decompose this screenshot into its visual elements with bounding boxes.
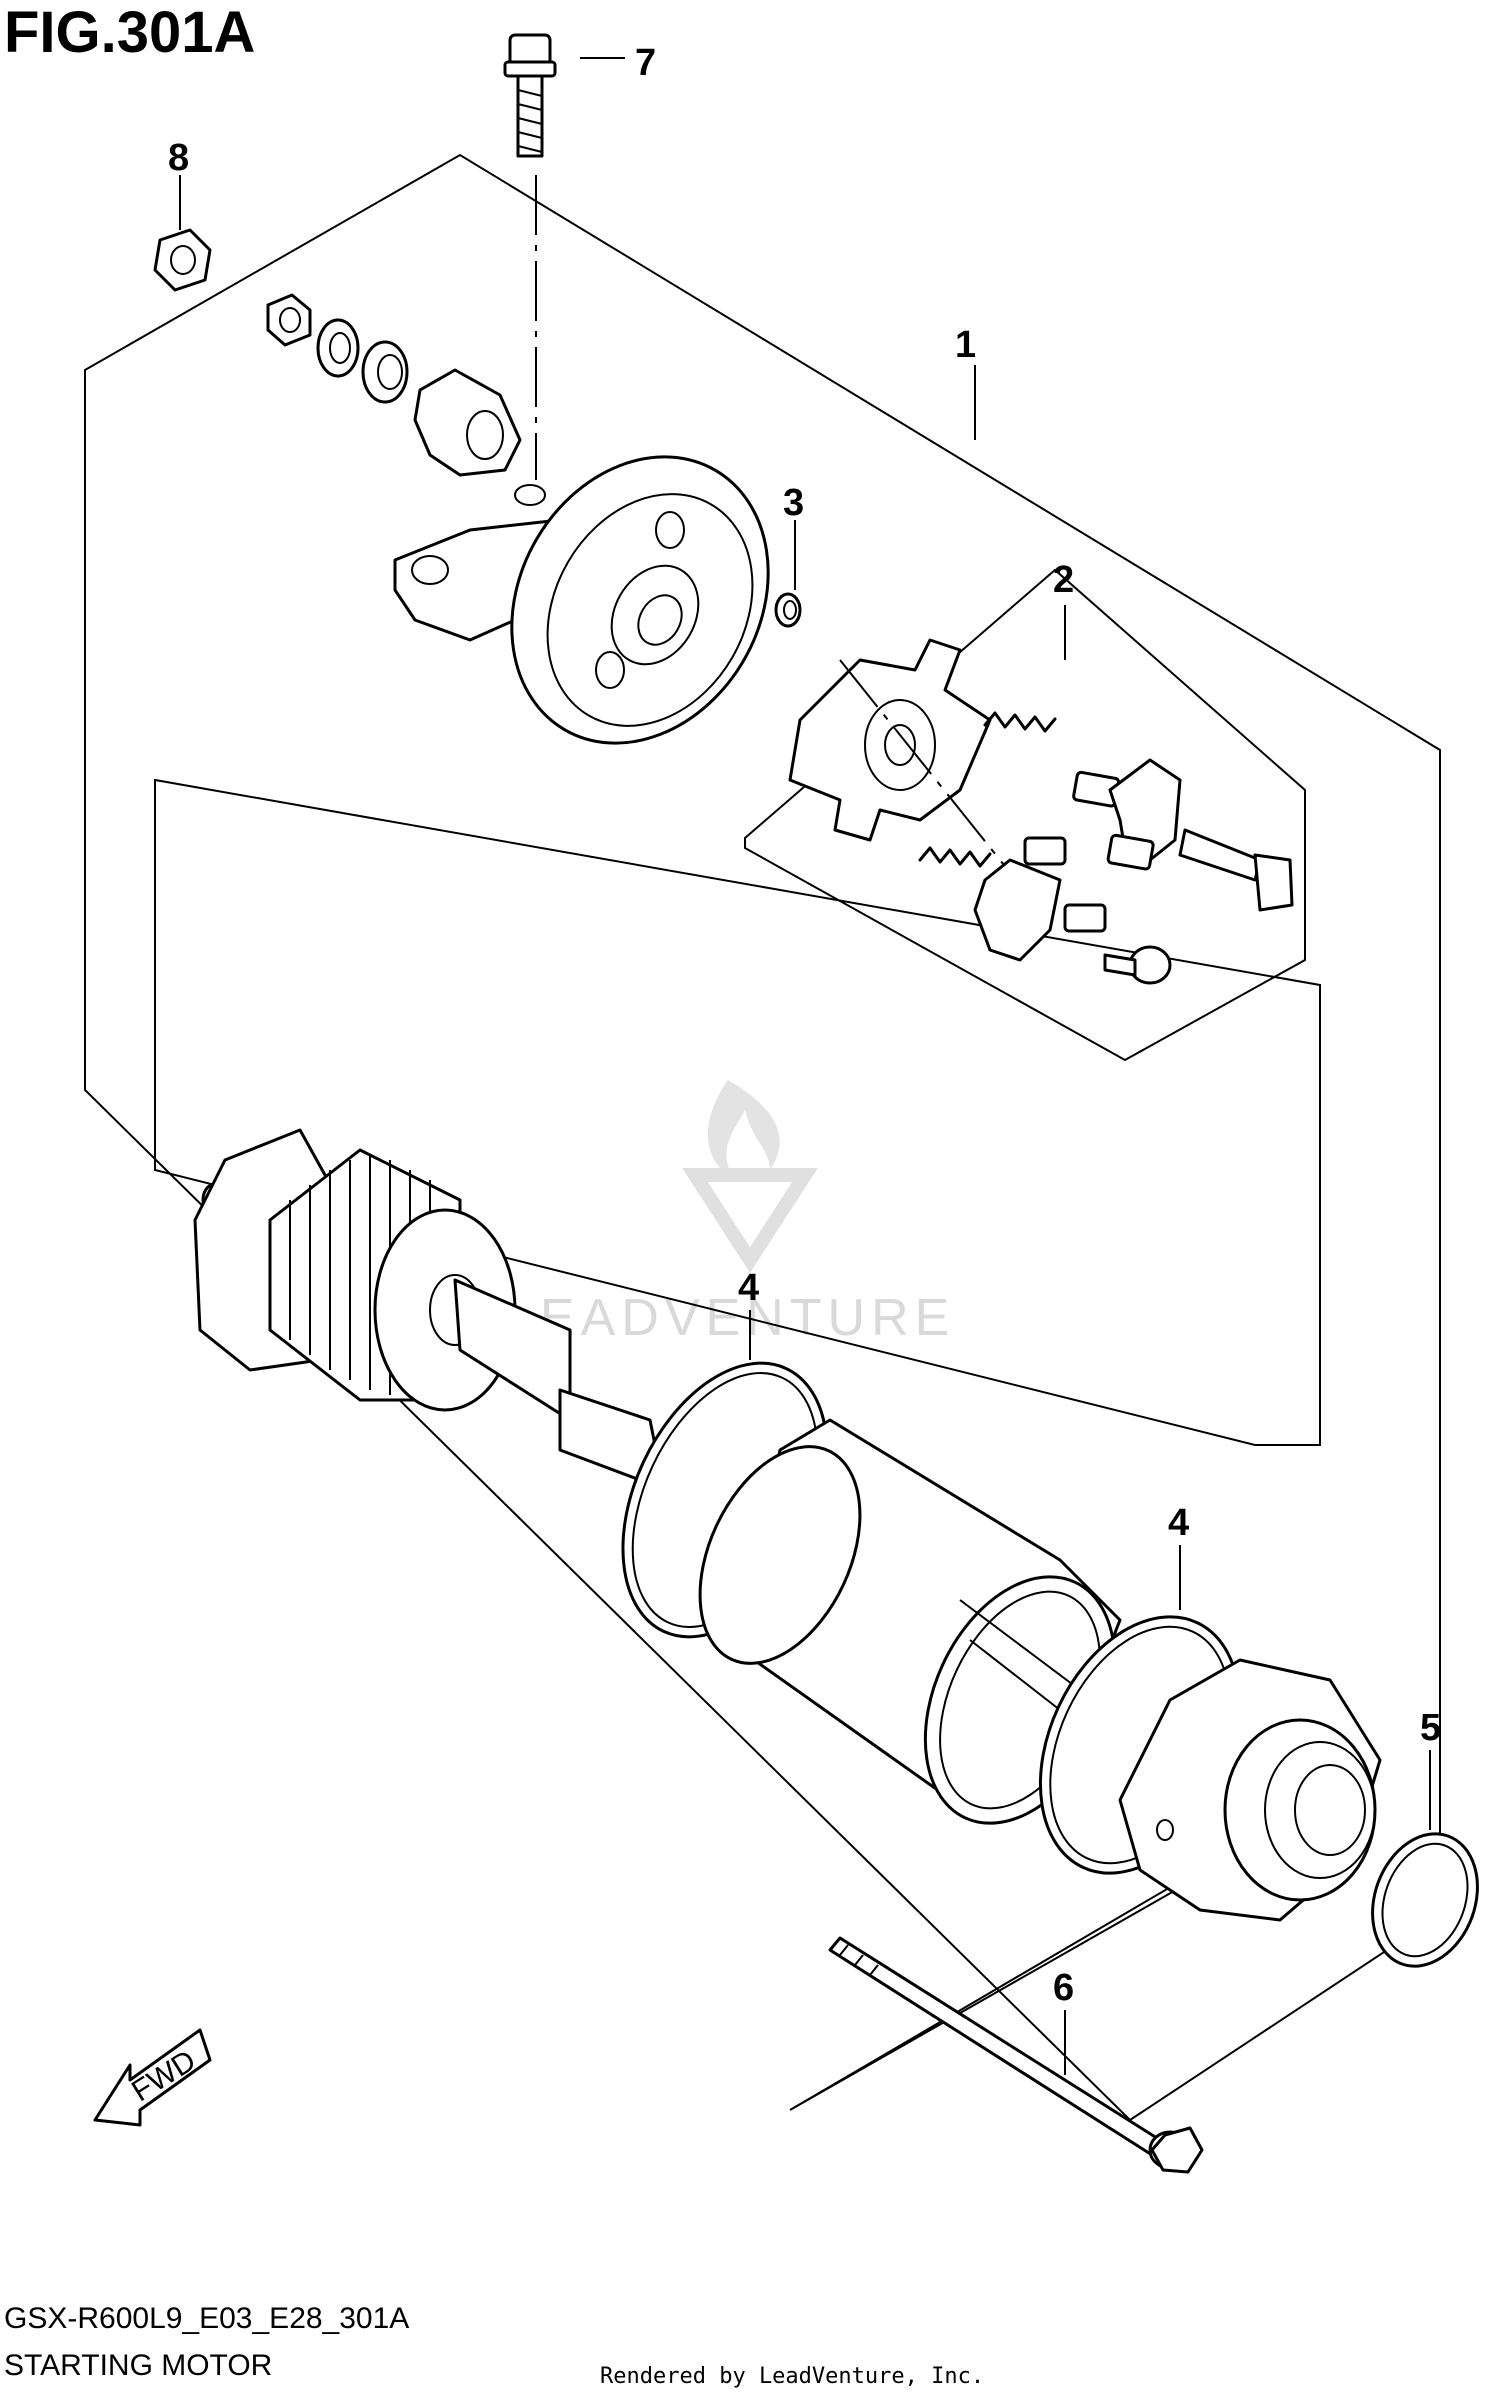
oring-3 bbox=[774, 520, 802, 628]
terminal-insulator bbox=[413, 368, 522, 477]
figure-title: FIG.301A bbox=[4, 0, 255, 65]
brush-springs bbox=[918, 711, 1057, 868]
callout-3: 3 bbox=[783, 482, 804, 524]
callout-4-left: 4 bbox=[738, 1267, 759, 1309]
callout-8: 8 bbox=[168, 137, 189, 179]
armature bbox=[193, 1128, 662, 1482]
callout-4-right: 4 bbox=[1168, 1502, 1189, 1544]
nut-8 bbox=[153, 175, 212, 292]
callout-5: 5 bbox=[1420, 1707, 1441, 1749]
assembly-outline-2 bbox=[744, 568, 1306, 1062]
brush-bracket bbox=[1072, 758, 1294, 912]
leader-lines bbox=[580, 57, 1066, 660]
front-cover bbox=[1118, 1658, 1382, 1922]
callout-6: 6 bbox=[1053, 1967, 1074, 2009]
fwd-arrow: FWD bbox=[93, 2028, 212, 2127]
callout-7: 7 bbox=[635, 42, 656, 84]
assembly-outline-armature bbox=[154, 778, 1321, 1446]
render-credit: Rendered by LeadVenture, Inc. bbox=[600, 2364, 984, 2389]
lower-brush-holder bbox=[973, 836, 1172, 985]
leader-wedge bbox=[789, 1857, 1226, 2111]
callout-1: 1 bbox=[955, 324, 976, 366]
washer-stack bbox=[266, 293, 409, 404]
figure-code: GSX-R600L9_E03_E28_301A bbox=[4, 2302, 409, 2335]
figure-name: STARTING MOTOR bbox=[4, 2349, 272, 2382]
yoke-housing bbox=[698, 1418, 1122, 1825]
long-bolt-6 bbox=[828, 1936, 1204, 2174]
oring-5 bbox=[1371, 1750, 1479, 1968]
callout-2: 2 bbox=[1053, 559, 1074, 601]
watermark: LEADVENTURE bbox=[505, 1080, 955, 1347]
bolt-7 bbox=[503, 33, 557, 480]
rear-housing bbox=[393, 455, 770, 745]
watermark-text: LEADVENTURE bbox=[505, 1289, 955, 1347]
callout-labels: 1 2 3 4 4 5 6 7 8 bbox=[168, 42, 1441, 2009]
